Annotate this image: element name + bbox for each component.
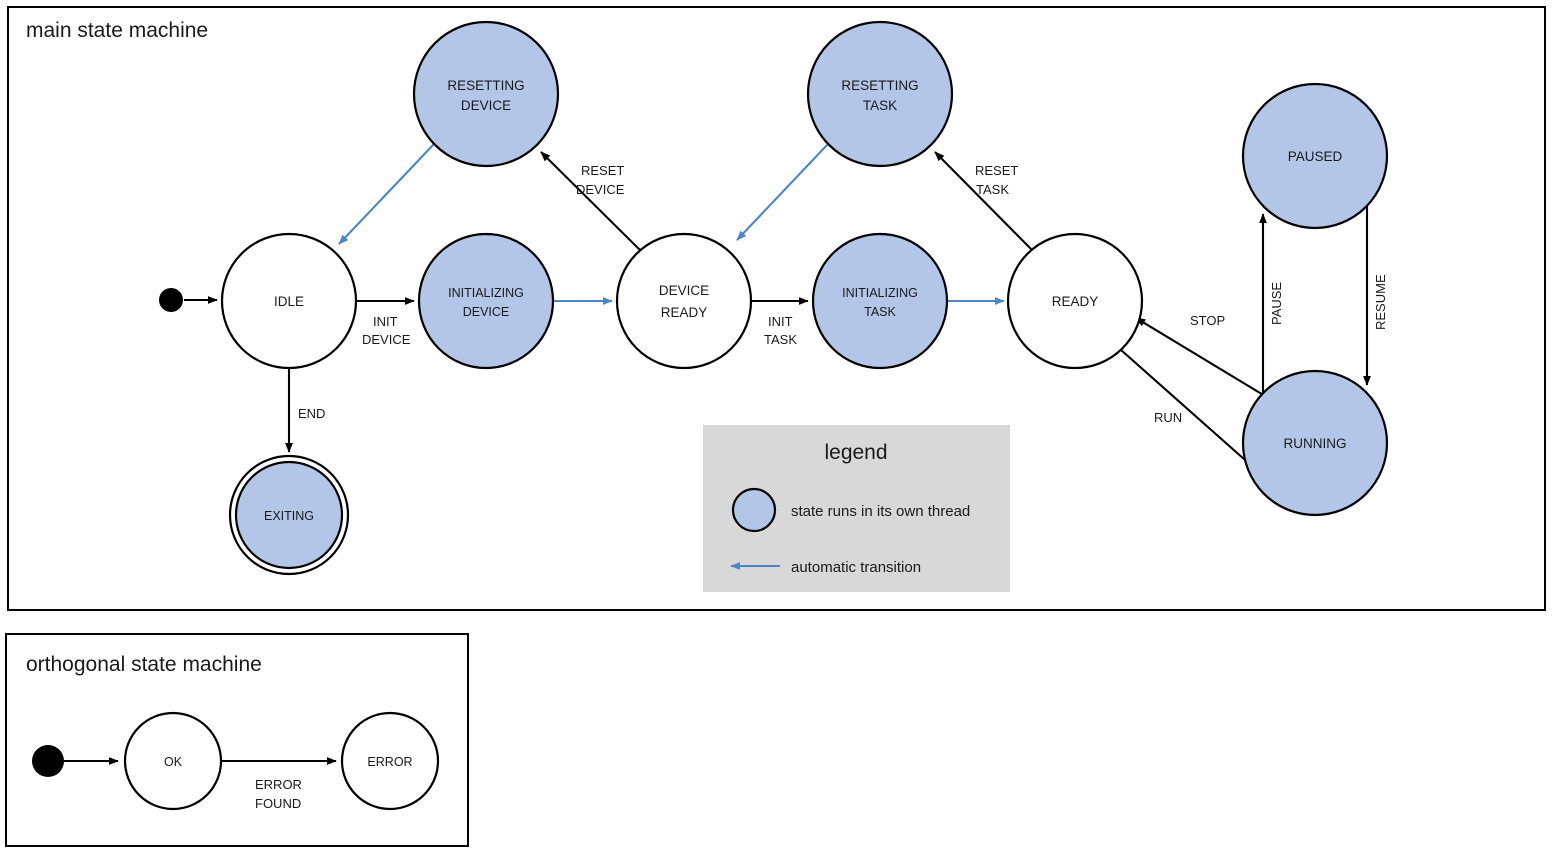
state-initializing-task[interactable]: INITIALIZING TASK (811, 232, 949, 370)
transition-device-ready-init-task: INIT TASK (752, 297, 809, 347)
transition-running-paused: PAUSE (1259, 213, 1284, 394)
transition-idle-exiting: END (285, 369, 325, 453)
transition-idle-init-device: INIT DEVICE (357, 297, 415, 347)
transition-device-ready-resetting-device: RESET DEVICE (540, 151, 641, 251)
state-paused-label: PAUSED (1288, 149, 1343, 164)
state-resetting-device-label-line2: DEVICE (461, 98, 511, 113)
state-initializing-device-label-line2: DEVICE (463, 305, 510, 319)
state-exiting-label: EXITING (264, 509, 314, 523)
edge-label-error-found-line2: FOUND (255, 796, 301, 811)
state-paused[interactable]: PAUSED (1241, 82, 1389, 230)
edge-label-error-found-line1: ERROR (255, 777, 302, 792)
state-error-label: ERROR (367, 755, 412, 769)
state-resetting-task-label-line1: RESETTING (841, 78, 918, 93)
state-resetting-device-label-line1: RESETTING (447, 78, 524, 93)
initial-pseudostate-orthogonal (32, 745, 64, 777)
state-ready[interactable]: READY (1006, 232, 1144, 370)
edge-label-init-device-line2: DEVICE (362, 332, 411, 347)
state-error[interactable]: ERROR (340, 711, 440, 811)
transition-ready-resetting-task: RESET TASK (934, 151, 1033, 251)
legend-title: legend (824, 441, 887, 464)
edge-label-reset-task-line1: RESET (975, 163, 1018, 178)
legend-thread-circle-icon (731, 487, 777, 533)
transition-resetting-task-device-ready (736, 143, 829, 241)
state-running[interactable]: RUNNING (1241, 369, 1389, 517)
state-running-label: RUNNING (1284, 436, 1347, 451)
transition-ready-running: RUN (1120, 349, 1263, 476)
transition-ok-error: ERROR FOUND (222, 757, 337, 811)
transition-running-ready: STOP (1135, 313, 1266, 397)
state-ok-label: OK (164, 755, 183, 769)
state-initializing-task-label-line1: INITIALIZING (842, 286, 918, 300)
edge-label-end: END (298, 406, 325, 421)
edge-label-resume: RESUME (1373, 274, 1388, 330)
edge-label-reset-device-line2: DEVICE (576, 182, 625, 197)
edge-label-reset-task-line2: TASK (976, 182, 1009, 197)
state-device-ready[interactable]: DEVICE READY (615, 232, 753, 370)
edge-label-stop: STOP (1190, 313, 1225, 328)
edge-label-init-task-line2: TASK (764, 332, 797, 347)
edge-label-run: RUN (1154, 410, 1182, 425)
orthogonal-frame-title: orthogonal state machine (26, 653, 262, 676)
state-initializing-task-label-line2: TASK (864, 305, 896, 319)
edge-label-init-device-line1: INIT (373, 314, 398, 329)
state-initializing-device-label-line1: INITIALIZING (448, 286, 524, 300)
state-ready-label: READY (1052, 294, 1099, 309)
state-initializing-device[interactable]: INITIALIZING DEVICE (417, 232, 555, 370)
transition-paused-running: RESUME (1363, 205, 1388, 386)
state-resetting-task[interactable]: RESETTING TASK (806, 20, 954, 168)
state-device-ready-label-line2: READY (661, 305, 708, 320)
state-idle[interactable]: IDLE (220, 232, 358, 370)
edge-label-pause: PAUSE (1269, 282, 1284, 325)
state-resetting-task-label-line2: TASK (863, 98, 897, 113)
state-idle-label: IDLE (274, 294, 304, 309)
transition-resetting-device-idle (338, 143, 435, 245)
state-exiting[interactable]: EXITING (228, 454, 350, 576)
edge-label-reset-device-line1: RESET (581, 163, 624, 178)
legend: legend state runs in its own thread auto… (703, 425, 1010, 592)
legend-thread-text: state runs in its own thread (791, 503, 970, 520)
state-ok[interactable]: OK (123, 711, 223, 811)
state-resetting-device[interactable]: RESETTING DEVICE (412, 20, 560, 168)
edge-label-init-task-line1: INIT (768, 314, 793, 329)
initial-pseudostate-main (159, 288, 183, 312)
state-device-ready-label-line1: DEVICE (659, 283, 709, 298)
legend-automatic-text: automatic transition (791, 559, 921, 576)
main-frame-title: main state machine (26, 19, 208, 42)
